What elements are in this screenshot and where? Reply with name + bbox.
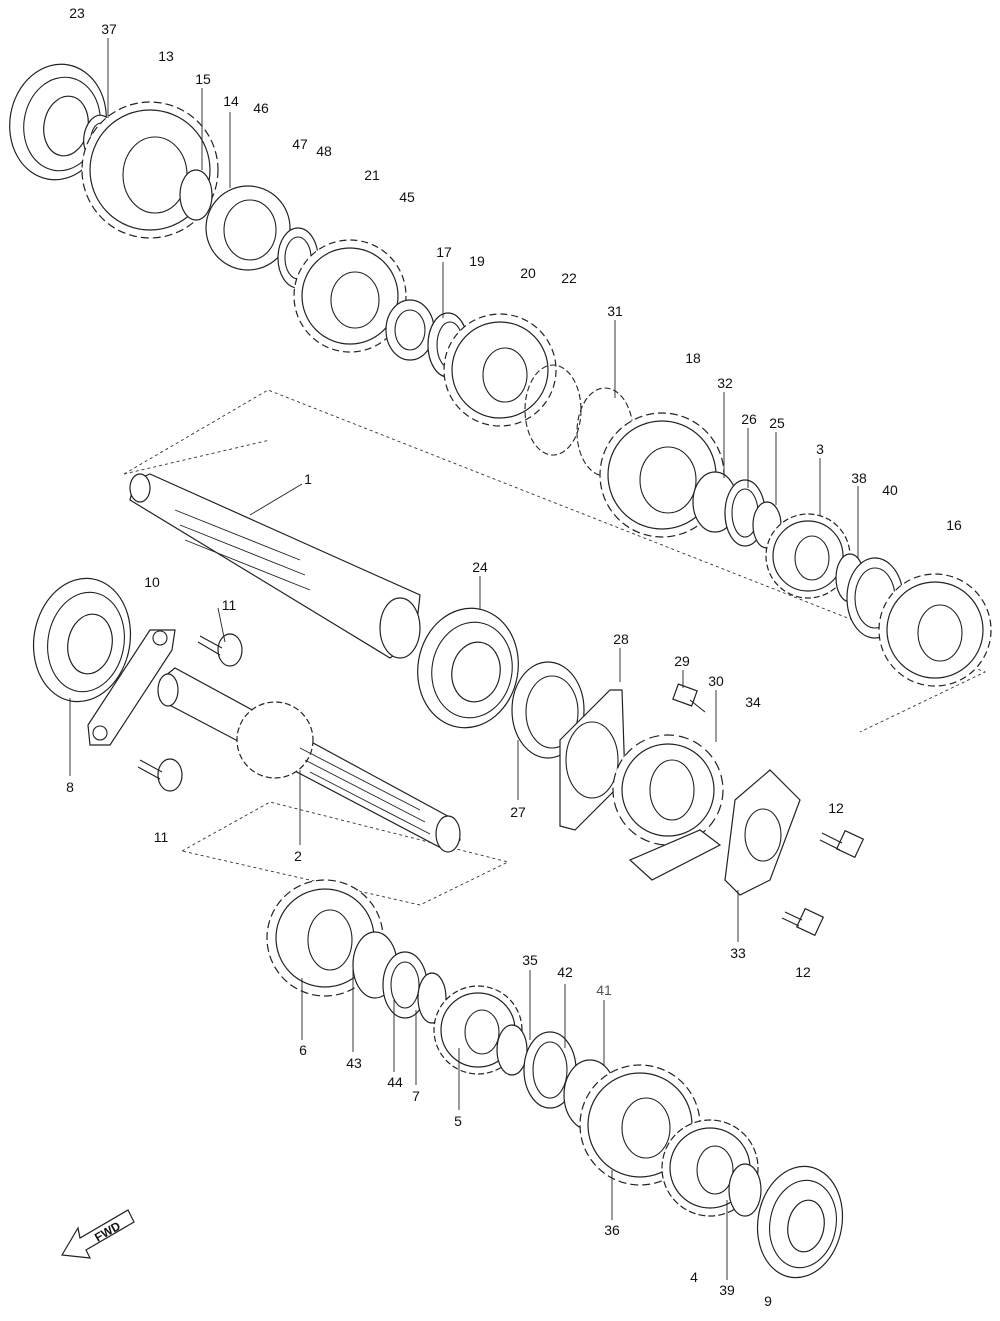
callout-28: 28 xyxy=(613,631,629,647)
screw-11-upper xyxy=(197,633,243,667)
leader-lines xyxy=(69,38,859,1280)
callout-5: 5 xyxy=(454,1113,462,1129)
callout-44: 44 xyxy=(387,1074,403,1090)
callout-40: 40 xyxy=(882,482,898,498)
callout-11-upper: 11 xyxy=(222,597,237,613)
callout-19: 19 xyxy=(469,253,485,269)
callout-36: 36 xyxy=(604,1222,620,1238)
callout-23: 23 xyxy=(69,5,85,21)
callout-33: 33 xyxy=(730,945,746,961)
callout-41: 41 xyxy=(596,982,612,998)
callout-13: 13 xyxy=(158,48,174,64)
chain-segment xyxy=(628,829,722,881)
callout-1: 1 xyxy=(304,471,312,487)
callout-47: 47 xyxy=(292,136,308,152)
callout-17: 17 xyxy=(436,244,452,260)
callout-6: 6 xyxy=(299,1042,307,1058)
callout-14: 14 xyxy=(223,93,239,109)
callout-39: 39 xyxy=(719,1282,735,1298)
gear-20 xyxy=(443,313,557,427)
circlip-35 xyxy=(496,1024,528,1076)
sprocket-30 xyxy=(612,734,724,846)
shifter-14 xyxy=(205,185,291,271)
callout-24: 24 xyxy=(472,559,488,575)
callout-7: 7 xyxy=(412,1088,420,1104)
gear-21 xyxy=(293,239,407,353)
callout-34: 34 xyxy=(745,694,761,710)
callout-35: 35 xyxy=(522,952,538,968)
callout-18: 18 xyxy=(685,350,701,366)
callout-15: 15 xyxy=(195,71,211,87)
bolt-12-upper xyxy=(819,829,865,859)
bearing-8 xyxy=(32,577,132,703)
lock-plate-33 xyxy=(724,769,801,896)
bushing-17 xyxy=(385,299,435,361)
stopper-plate-10 xyxy=(87,629,176,746)
callout-11-lower: 11 xyxy=(154,829,169,845)
callout-12-upper: 12 xyxy=(828,800,844,816)
driveshaft-assembly-boundary xyxy=(180,801,510,906)
callout-10: 10 xyxy=(144,574,160,590)
callout-20: 20 xyxy=(520,265,536,281)
callout-30: 30 xyxy=(708,673,724,689)
callout-37: 37 xyxy=(101,21,117,37)
callout-32: 32 xyxy=(717,375,733,391)
callout-26: 26 xyxy=(741,411,757,427)
bolt-12-lower xyxy=(781,907,825,937)
ring-15 xyxy=(179,169,213,221)
callout-29: 29 xyxy=(674,653,690,669)
callout-25: 25 xyxy=(769,415,785,431)
callout-9: 9 xyxy=(764,1293,772,1309)
callout-2: 2 xyxy=(294,848,302,864)
countershaft-1 xyxy=(129,473,421,659)
countershaft-assembly-boundary xyxy=(123,389,987,733)
callout-3: 3 xyxy=(816,441,824,457)
callout-43: 43 xyxy=(346,1055,362,1071)
callout-22: 22 xyxy=(561,270,577,286)
callout-27: 27 xyxy=(510,804,526,820)
callout-48: 48 xyxy=(316,143,332,159)
bearing-9 xyxy=(756,1165,844,1279)
callout-12-lower: 12 xyxy=(795,964,811,980)
callout-46: 46 xyxy=(253,100,269,116)
driveshaft-2 xyxy=(157,667,461,853)
bolt-29 xyxy=(672,683,706,713)
callout-8: 8 xyxy=(66,779,74,795)
callout-42: 42 xyxy=(557,964,573,980)
fwd-arrow-icon: FWD xyxy=(61,1209,135,1259)
gear-3 xyxy=(765,513,851,599)
bearing-24 xyxy=(417,607,519,729)
callout-38: 38 xyxy=(851,470,867,486)
callout-21: 21 xyxy=(364,167,380,183)
screw-11-lower xyxy=(137,758,183,792)
washer-39 xyxy=(728,1163,762,1217)
callout-4: 4 xyxy=(690,1269,698,1285)
callout-45: 45 xyxy=(399,189,415,205)
callout-31: 31 xyxy=(607,303,623,319)
gear-16 xyxy=(878,573,992,687)
plate-28 xyxy=(559,689,626,831)
callout-16: 16 xyxy=(946,517,962,533)
bearing-23 xyxy=(9,63,107,181)
callout-labels: 23 37 13 15 14 46 47 48 21 45 17 19 20 2… xyxy=(66,5,962,1309)
